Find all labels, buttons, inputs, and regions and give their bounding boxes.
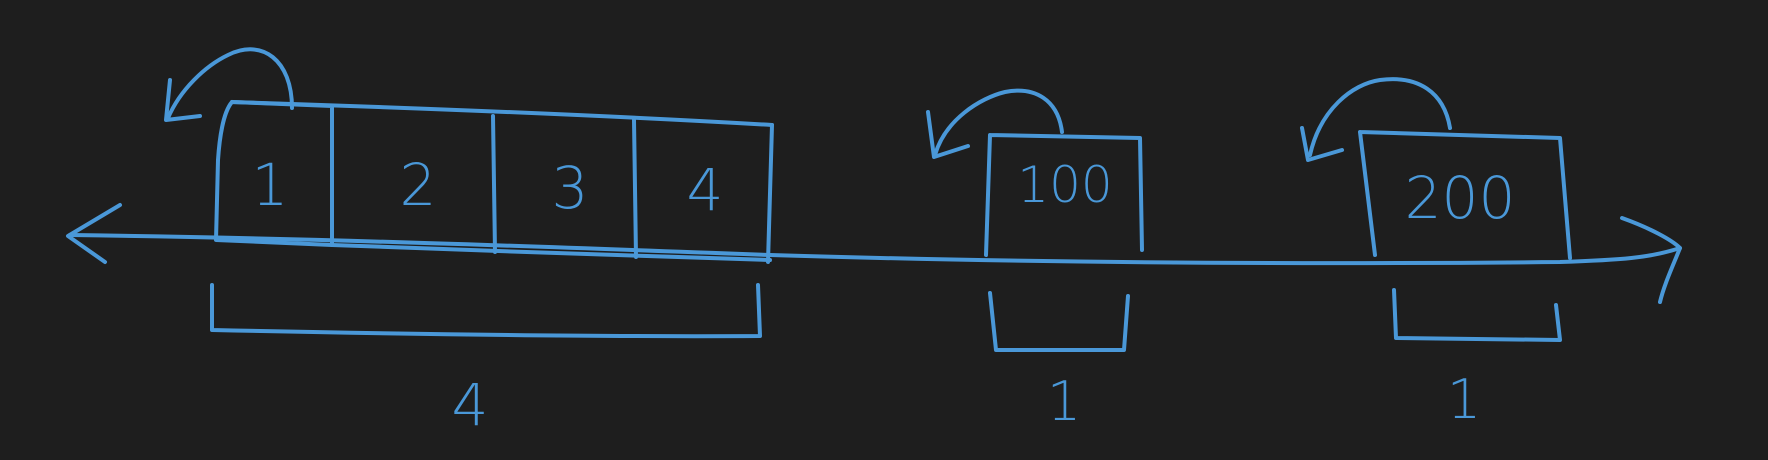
group-2-cells: 100 <box>984 133 1144 257</box>
group-3-arrowhead <box>1300 126 1344 162</box>
cell-value-200: 200 <box>1405 164 1516 232</box>
group-1-curved-arrow <box>166 47 294 120</box>
group-1-count: 4 <box>452 371 489 439</box>
cell-divider-2 <box>491 114 497 254</box>
timeline-axis <box>68 233 1682 266</box>
cell-value-1: 1 <box>252 151 289 219</box>
axis-right-arrowhead <box>1620 216 1682 304</box>
cell-1-box <box>214 100 334 247</box>
group-1-cells: 1 2 3 4 <box>214 100 774 264</box>
cell-value-2: 2 <box>400 151 437 219</box>
group-2-count: 1 <box>1047 370 1081 433</box>
axis-left-arrowhead <box>66 203 122 264</box>
group-3-count: 1 <box>1447 368 1481 431</box>
cell-divider-3 <box>632 118 638 259</box>
group-3-cells: 200 <box>1358 130 1572 260</box>
group-2-arrowhead <box>926 110 970 159</box>
group-1-arrowhead <box>164 78 202 122</box>
cells-top-edge <box>230 100 774 127</box>
group-2-bracket <box>988 291 1130 352</box>
group-3-curved-arrow <box>1308 77 1452 157</box>
group-1-bracket <box>210 283 762 339</box>
cell-value-3: 3 <box>552 154 589 222</box>
cells-right-edge <box>766 123 774 264</box>
cells-bottom-edge <box>330 243 772 262</box>
group-2-curved-arrow <box>933 88 1064 157</box>
cell-100-box <box>984 133 1144 257</box>
cell-200-box <box>1358 130 1572 260</box>
cell-value-4: 4 <box>687 156 724 224</box>
group-3-bracket <box>1392 288 1562 342</box>
cell-value-100: 100 <box>1017 156 1112 214</box>
